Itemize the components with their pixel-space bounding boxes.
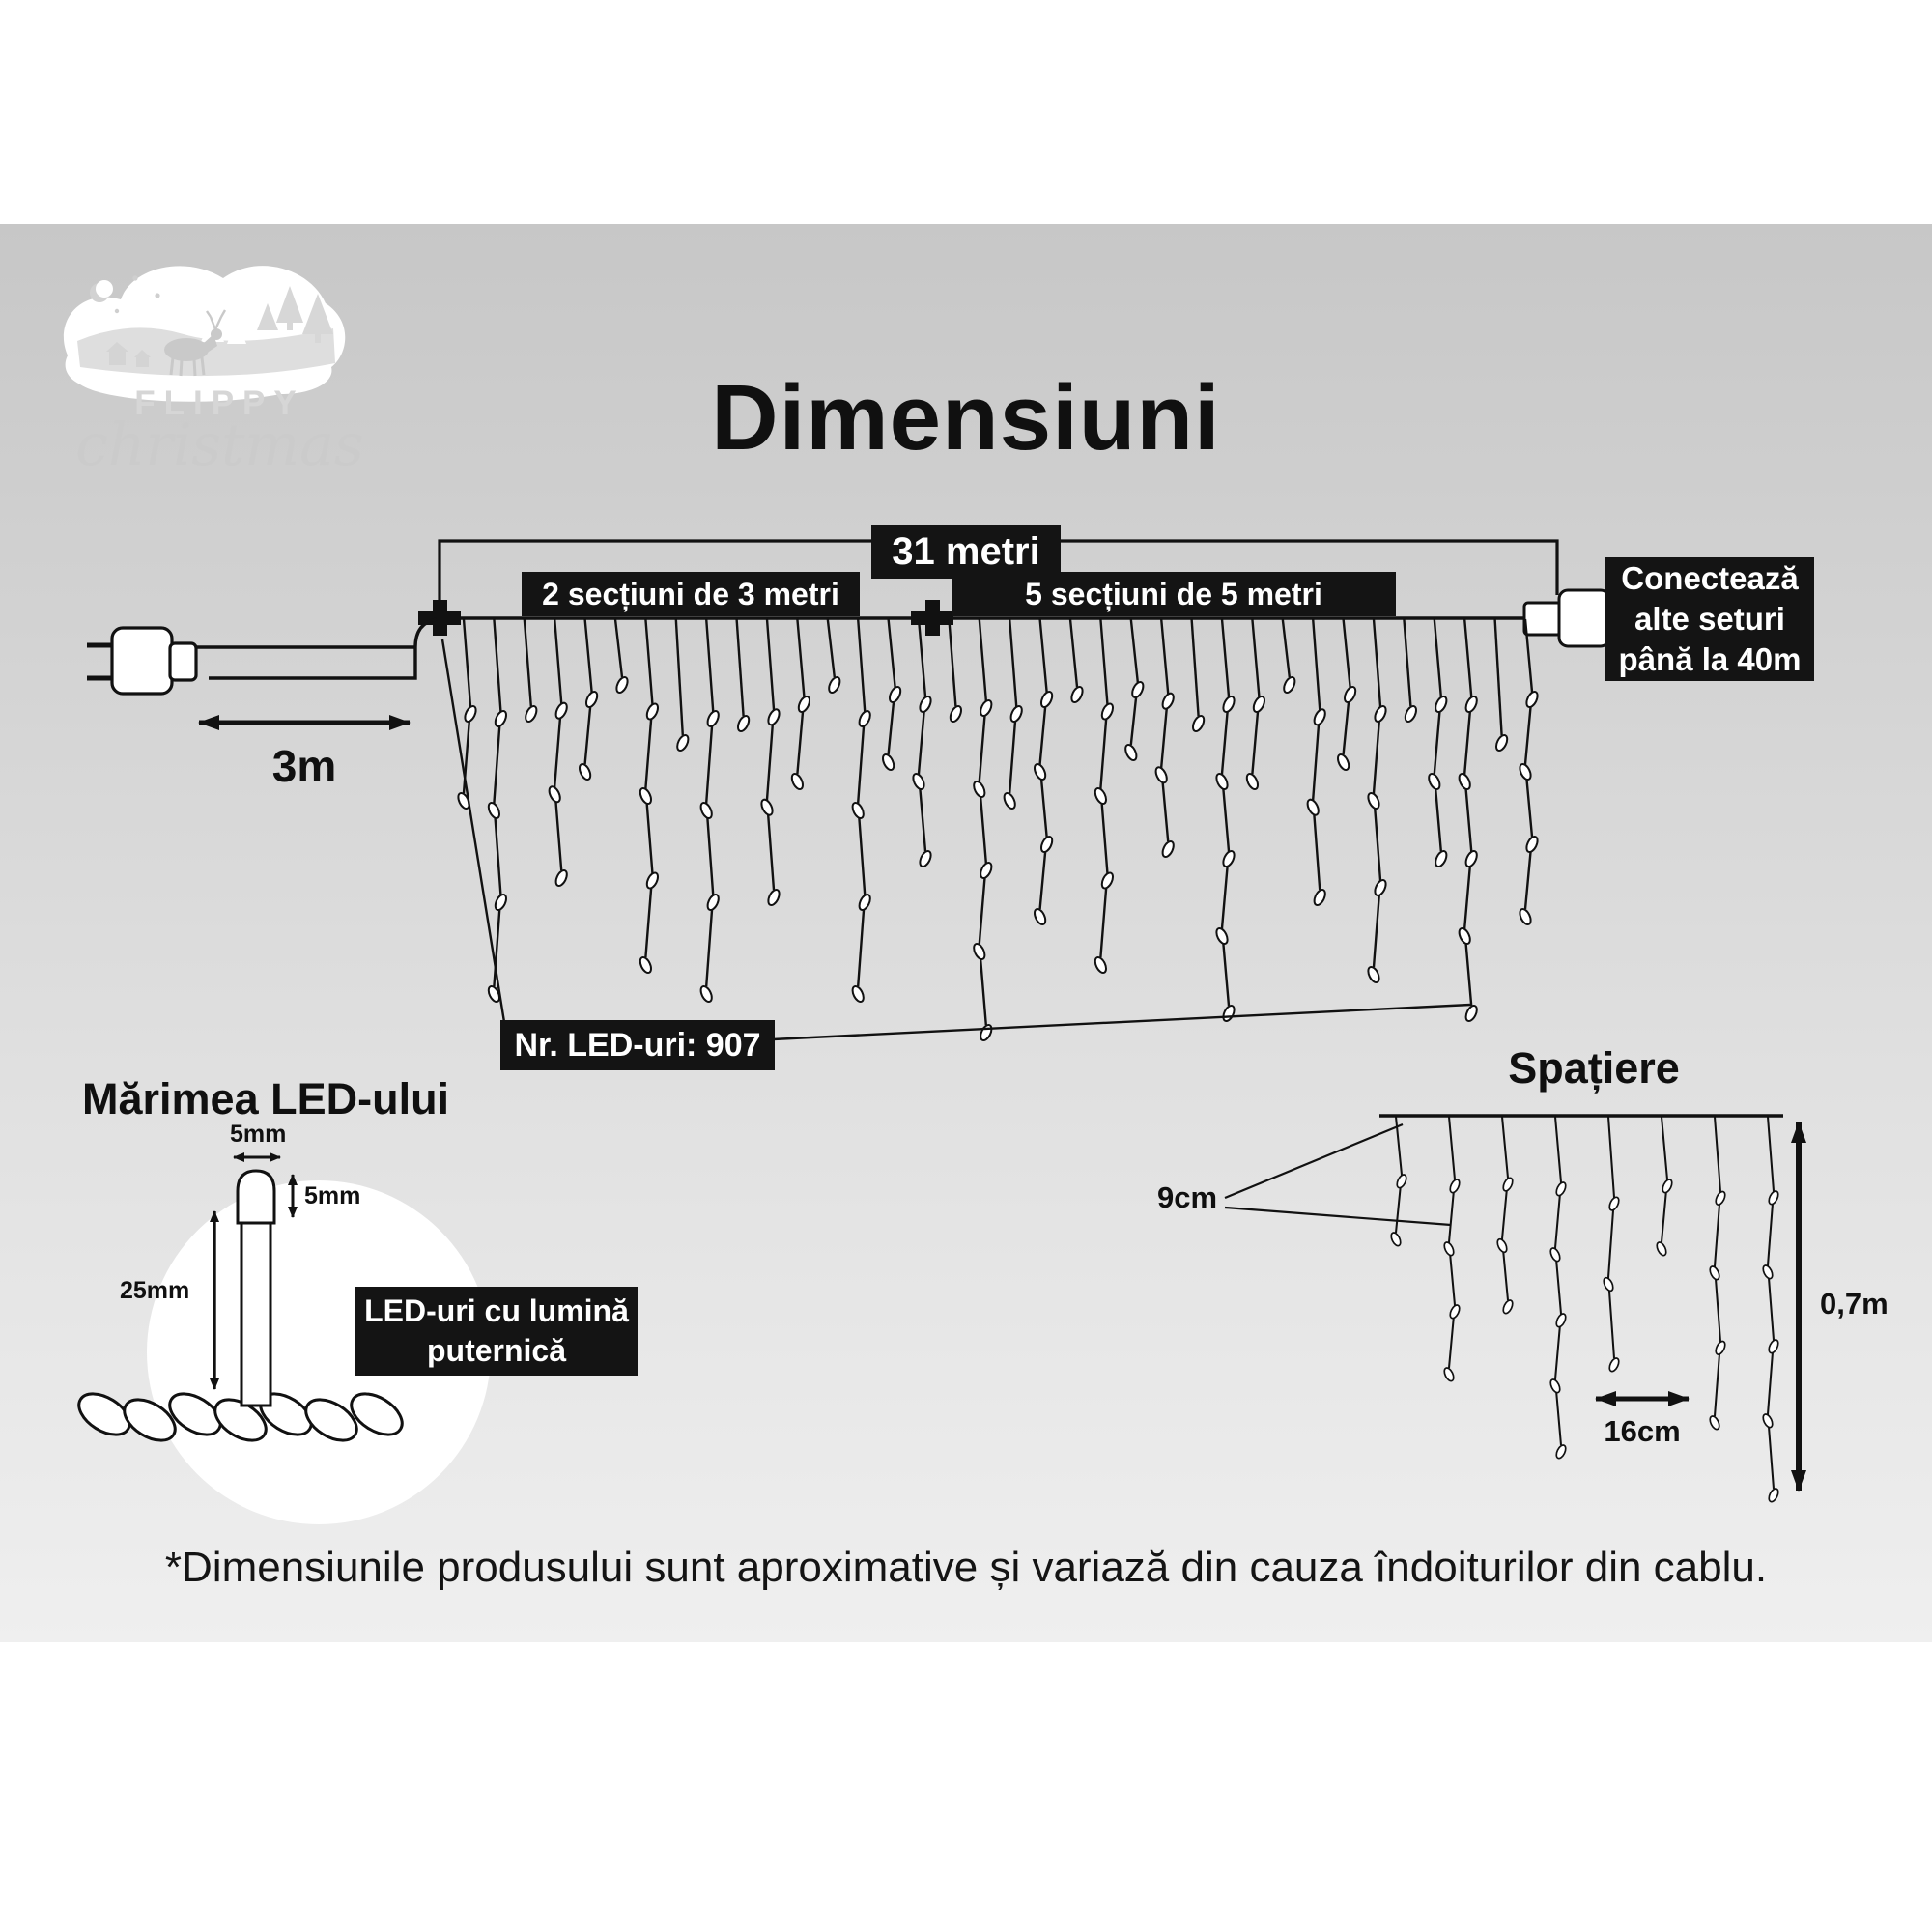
cap-width-label: 5mm bbox=[230, 1121, 287, 1148]
logo-brand-sub-text: christmas bbox=[75, 412, 364, 479]
spacing-diagram bbox=[1224, 1114, 1806, 1503]
lead-length-label: 3m bbox=[271, 741, 337, 791]
deer-icon bbox=[164, 309, 227, 377]
drop-gap-pointer-lines bbox=[1224, 1122, 1452, 1227]
led-size-title: Mărimea LED-ului bbox=[82, 1074, 450, 1123]
led-count-pointer-lines bbox=[440, 639, 1471, 1041]
led-size-diagram bbox=[77, 1152, 491, 1524]
led-count-label: Nr. LED-uri: 907 bbox=[500, 1020, 775, 1070]
logo-brand-text: FLIPPY bbox=[134, 384, 305, 422]
star-icon bbox=[114, 308, 120, 314]
twisted-wire-illustration bbox=[77, 1392, 404, 1442]
moon-icon bbox=[90, 280, 113, 302]
connect-line-1: Conectează bbox=[1621, 559, 1799, 596]
end-plug-connector bbox=[1522, 588, 1611, 648]
drop-gap-label: 9cm bbox=[1157, 1180, 1218, 1214]
led-light-note-line-1: LED-uri cu lumină bbox=[364, 1293, 629, 1329]
led-light-note-line-2: puternică bbox=[426, 1333, 567, 1368]
wire-connector-left bbox=[418, 600, 461, 636]
left-sections-label: 2 secțiuni de 3 metri bbox=[522, 572, 860, 616]
page-title: Dimensiuni bbox=[711, 366, 1221, 469]
cap-height-label: 5mm bbox=[304, 1182, 361, 1209]
led-light-note: LED-uri cu lumină puternică bbox=[355, 1287, 638, 1376]
right-sections-label: 5 secțiuni de 5 metri bbox=[952, 572, 1396, 616]
connect-line-2: alte seturi bbox=[1634, 600, 1785, 637]
main-wire bbox=[418, 588, 1611, 648]
connect-line-3: până la 40m bbox=[1618, 641, 1802, 678]
led-bulb-body bbox=[240, 1217, 272, 1407]
connect-sets-label: Conectează alte seturi până la 40m bbox=[1605, 557, 1814, 681]
wire-connector-middle bbox=[911, 600, 953, 636]
led-bulb-cap bbox=[236, 1169, 276, 1225]
spacing-icicle-drops bbox=[1390, 1116, 1779, 1503]
total-height-label: 25mm bbox=[120, 1277, 190, 1304]
power-plug bbox=[87, 617, 438, 696]
footnote-text: *Dimensiunile produsului sunt aproximati… bbox=[164, 1544, 1768, 1591]
led-size-circle bbox=[147, 1180, 491, 1524]
star-icon bbox=[155, 293, 160, 298]
icicle-drops bbox=[457, 618, 1539, 1041]
flippy-logo-illustration bbox=[63, 266, 346, 402]
tree-icons bbox=[201, 286, 333, 344]
drop-height-label: 0,7m bbox=[1820, 1287, 1889, 1321]
star-icon bbox=[132, 275, 138, 281]
house-icons bbox=[106, 342, 151, 367]
total-length-label: 31 metri bbox=[871, 525, 1061, 579]
led-gap-label: 16cm bbox=[1604, 1414, 1681, 1448]
spacing-title: Spațiere bbox=[1508, 1043, 1680, 1093]
